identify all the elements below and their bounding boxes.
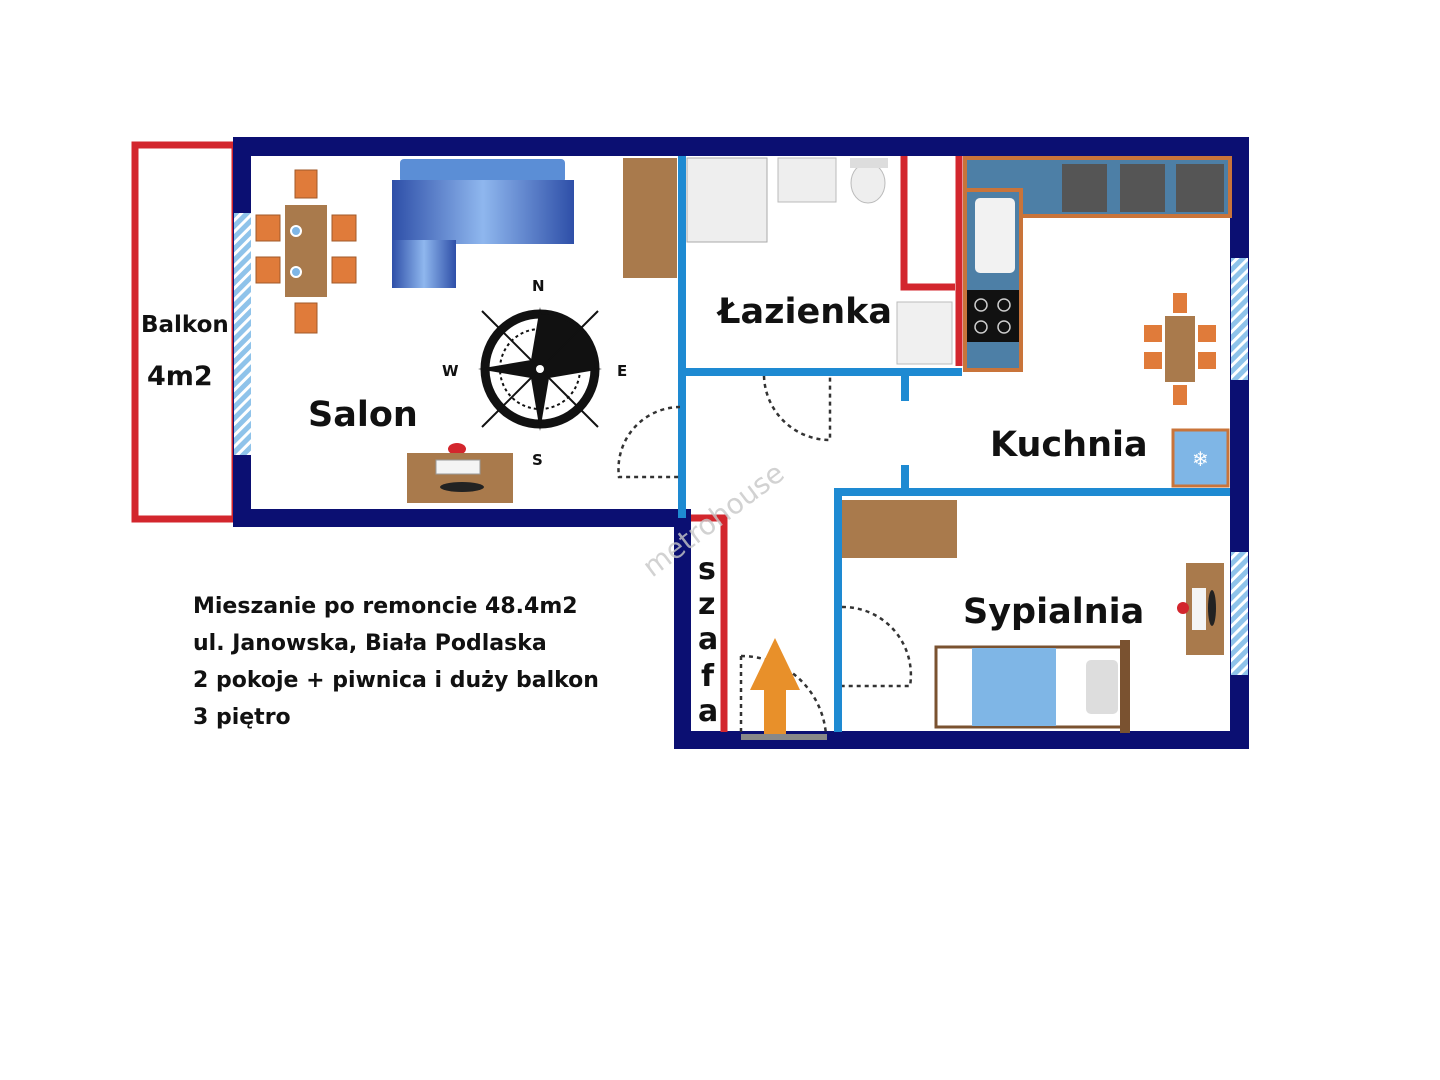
entrance-arrow-icon (741, 638, 827, 740)
listing-info: Mieszanie po remoncie 48.4m2 ul. Janowsk… (193, 588, 599, 736)
balcony-area-label: 4m2 (147, 361, 213, 392)
info-line-title: Mieszanie po remoncie 48.4m2 (193, 594, 578, 619)
compass-icon (478, 307, 602, 431)
stove-icon (967, 290, 1019, 342)
room-label-sypialnia: Sypialnia (963, 592, 1144, 632)
dining-table-kitchen (1144, 293, 1216, 405)
sofa (392, 159, 574, 288)
toilet-icon (850, 162, 886, 204)
washing-machine-icon (896, 301, 953, 365)
inner-walls (678, 156, 1230, 732)
bed (934, 640, 1130, 733)
snowflake-icon: ❄ (1192, 447, 1209, 471)
shower-icon (686, 157, 768, 243)
compass-south: S (532, 451, 543, 469)
window-bedroom (1231, 552, 1248, 675)
wardrobe-label: s z a f a (698, 552, 718, 729)
doors (617, 375, 913, 736)
room-label-salon: Salon (308, 395, 418, 435)
desk-salon (407, 443, 513, 503)
svg-text:a: a (698, 622, 718, 657)
info-line-floor: 3 piętro (193, 705, 291, 730)
room-label-kuchnia: Kuchnia (990, 425, 1148, 465)
window-kitchen (1231, 258, 1248, 380)
compass-north: N (532, 277, 545, 295)
compass-west: W (442, 362, 459, 380)
info-line-address: ul. Janowska, Biała Podlaska (193, 631, 547, 656)
bathroom-fixtures (686, 157, 953, 365)
room-label-lazienka: Łazienka (716, 292, 892, 332)
svg-text:z: z (698, 587, 715, 622)
svg-text:f: f (701, 659, 715, 694)
dining-table-salon (255, 169, 357, 334)
kitchen-counter (963, 156, 1232, 372)
compass-east: E (617, 362, 627, 380)
desk-bedroom (1177, 563, 1224, 655)
cabinet-salon (623, 158, 677, 278)
balcony-label: Balkon (141, 312, 229, 338)
svg-text:s: s (698, 552, 716, 587)
fridge-icon (1171, 428, 1230, 488)
window-salon (234, 213, 251, 455)
info-line-rooms: 2 pokoje + piwnica i duży balkon (193, 668, 599, 693)
sink-icon (777, 157, 837, 203)
wardrobe-bedroom (842, 500, 957, 558)
svg-text:a: a (698, 694, 718, 729)
red-walls (691, 156, 963, 732)
